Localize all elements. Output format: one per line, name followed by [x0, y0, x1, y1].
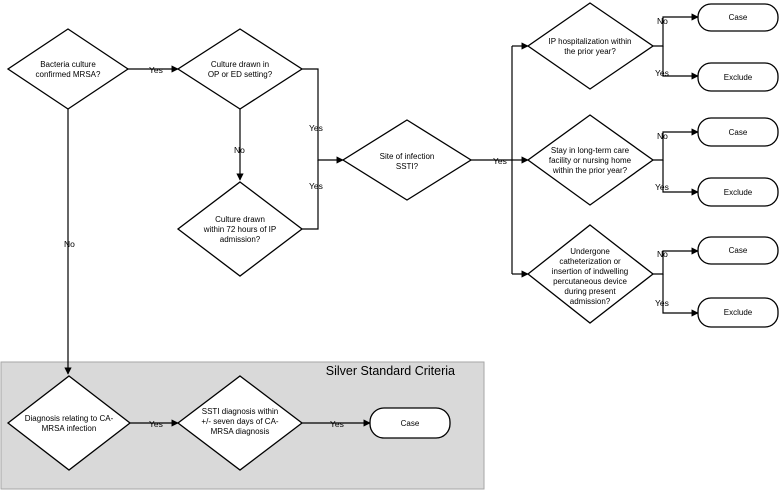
d7-line-3: insertion of indwelling — [552, 267, 629, 276]
decision-site-ssti — [341, 119, 473, 201]
d6-line-2: facility or nursing home — [549, 156, 632, 165]
label-d4-right: Yes — [493, 156, 507, 166]
decision-catheterization — [526, 224, 655, 324]
edge-d7-t5 — [653, 247, 699, 275]
decision-ip-hospitalization — [526, 2, 655, 90]
terminal-exclude-3 — [697, 297, 779, 328]
d7-line-2: catheterization or — [559, 257, 621, 266]
label-d7-t5: No — [657, 249, 668, 259]
d5-line-1: IP hospitalization within — [548, 37, 631, 46]
d7-line-6: admission? — [570, 297, 611, 306]
label-d2-d4: Yes — [309, 123, 323, 133]
d4-line-1: Site of infection — [380, 152, 435, 161]
d6-line-1: Stay in long-term care — [551, 146, 630, 155]
edge-d6-t4 — [662, 160, 699, 196]
d9-line-2: +/- seven days of CA- — [201, 417, 278, 426]
label-d1-d8: No — [64, 239, 75, 249]
d7-line-1: Undergone — [570, 247, 610, 256]
edge-d6-t3 — [653, 128, 699, 161]
decision-op-ed-setting — [176, 28, 304, 110]
edge-labels: Yes No No Yes Yes Yes No Yes No Yes No Y… — [64, 16, 669, 429]
d1-line-1: Bacteria culture — [40, 60, 96, 69]
label-d5-t2: Yes — [655, 68, 669, 78]
decision-nodes — [6, 2, 655, 471]
terminal-case-3-label: Case — [729, 246, 748, 255]
terminal-exclude-1-label: Exclude — [724, 73, 753, 82]
connectors — [64, 13, 699, 427]
decision-ca-mrsa-diagnosis — [6, 375, 132, 471]
d7-line-4: percutaneous device — [553, 277, 627, 286]
d3-line-2: within 72 hours of IP — [203, 225, 276, 234]
label-d9-t7: Yes — [330, 419, 344, 429]
d6-line-3: within the prior year? — [552, 166, 628, 175]
terminal-exclude-1 — [697, 62, 779, 92]
d9-line-3: MRSA diagnosis — [211, 427, 270, 436]
terminal-case-4-label: Case — [401, 419, 420, 428]
d3-line-3: admission? — [220, 235, 261, 244]
terminal-case-4 — [369, 407, 451, 439]
terminal-labels: Case Exclude Case Exclude Case Exclude C… — [401, 13, 753, 428]
label-d6-t3: No — [657, 131, 668, 141]
decision-long-term-care — [526, 114, 655, 206]
terminal-case-1-label: Case — [729, 13, 748, 22]
terminal-case-3 — [697, 236, 779, 265]
edge-d3-d4 — [302, 160, 319, 230]
terminal-case-1 — [697, 3, 779, 32]
edge-d2-d4 — [302, 68, 344, 164]
terminal-exclude-2-label: Exclude — [724, 188, 753, 197]
terminal-case-2 — [697, 117, 779, 147]
d2-line-1: Culture drawn in — [211, 60, 269, 69]
d3-line-1: Culture drawn — [215, 215, 265, 224]
label-d2-d3: No — [234, 145, 245, 155]
panel-title: Silver Standard Criteria — [326, 364, 455, 378]
terminal-nodes — [369, 3, 779, 439]
d9-line-1: SSTI diagnosis within — [202, 407, 278, 416]
d1-line-2: confirmed MRSA? — [36, 70, 101, 79]
label-d3-d4: Yes — [309, 181, 323, 191]
decision-culture-mrsa — [6, 28, 130, 110]
d7-line-5: during present — [564, 287, 616, 296]
terminal-exclude-2 — [697, 177, 779, 207]
decision-within-72h — [176, 181, 304, 277]
d4-line-2: SSTI? — [396, 162, 419, 171]
edge-d7-t6 — [662, 274, 699, 317]
decision-labels: Bacteria culture confirmed MRSA? Culture… — [25, 37, 632, 436]
label-d8-d9: Yes — [149, 419, 163, 429]
label-d7-t6: Yes — [655, 298, 669, 308]
edge-d5-t1 — [653, 13, 699, 47]
label-d1-d2: Yes — [149, 65, 163, 75]
edge-d5-t2 — [662, 46, 699, 80]
d5-line-2: the prior year? — [564, 47, 616, 56]
d8-line-1: Diagnosis relating to CA- — [25, 414, 114, 423]
terminal-case-2-label: Case — [729, 128, 748, 137]
terminal-exclude-3-label: Exclude — [724, 308, 753, 317]
label-d6-t4: Yes — [655, 182, 669, 192]
label-d5-t1: No — [657, 16, 668, 26]
d2-line-2: OP or ED setting? — [208, 70, 273, 79]
d8-line-2: MRSA infection — [42, 424, 97, 433]
decision-ssti-seven-days — [176, 375, 304, 471]
